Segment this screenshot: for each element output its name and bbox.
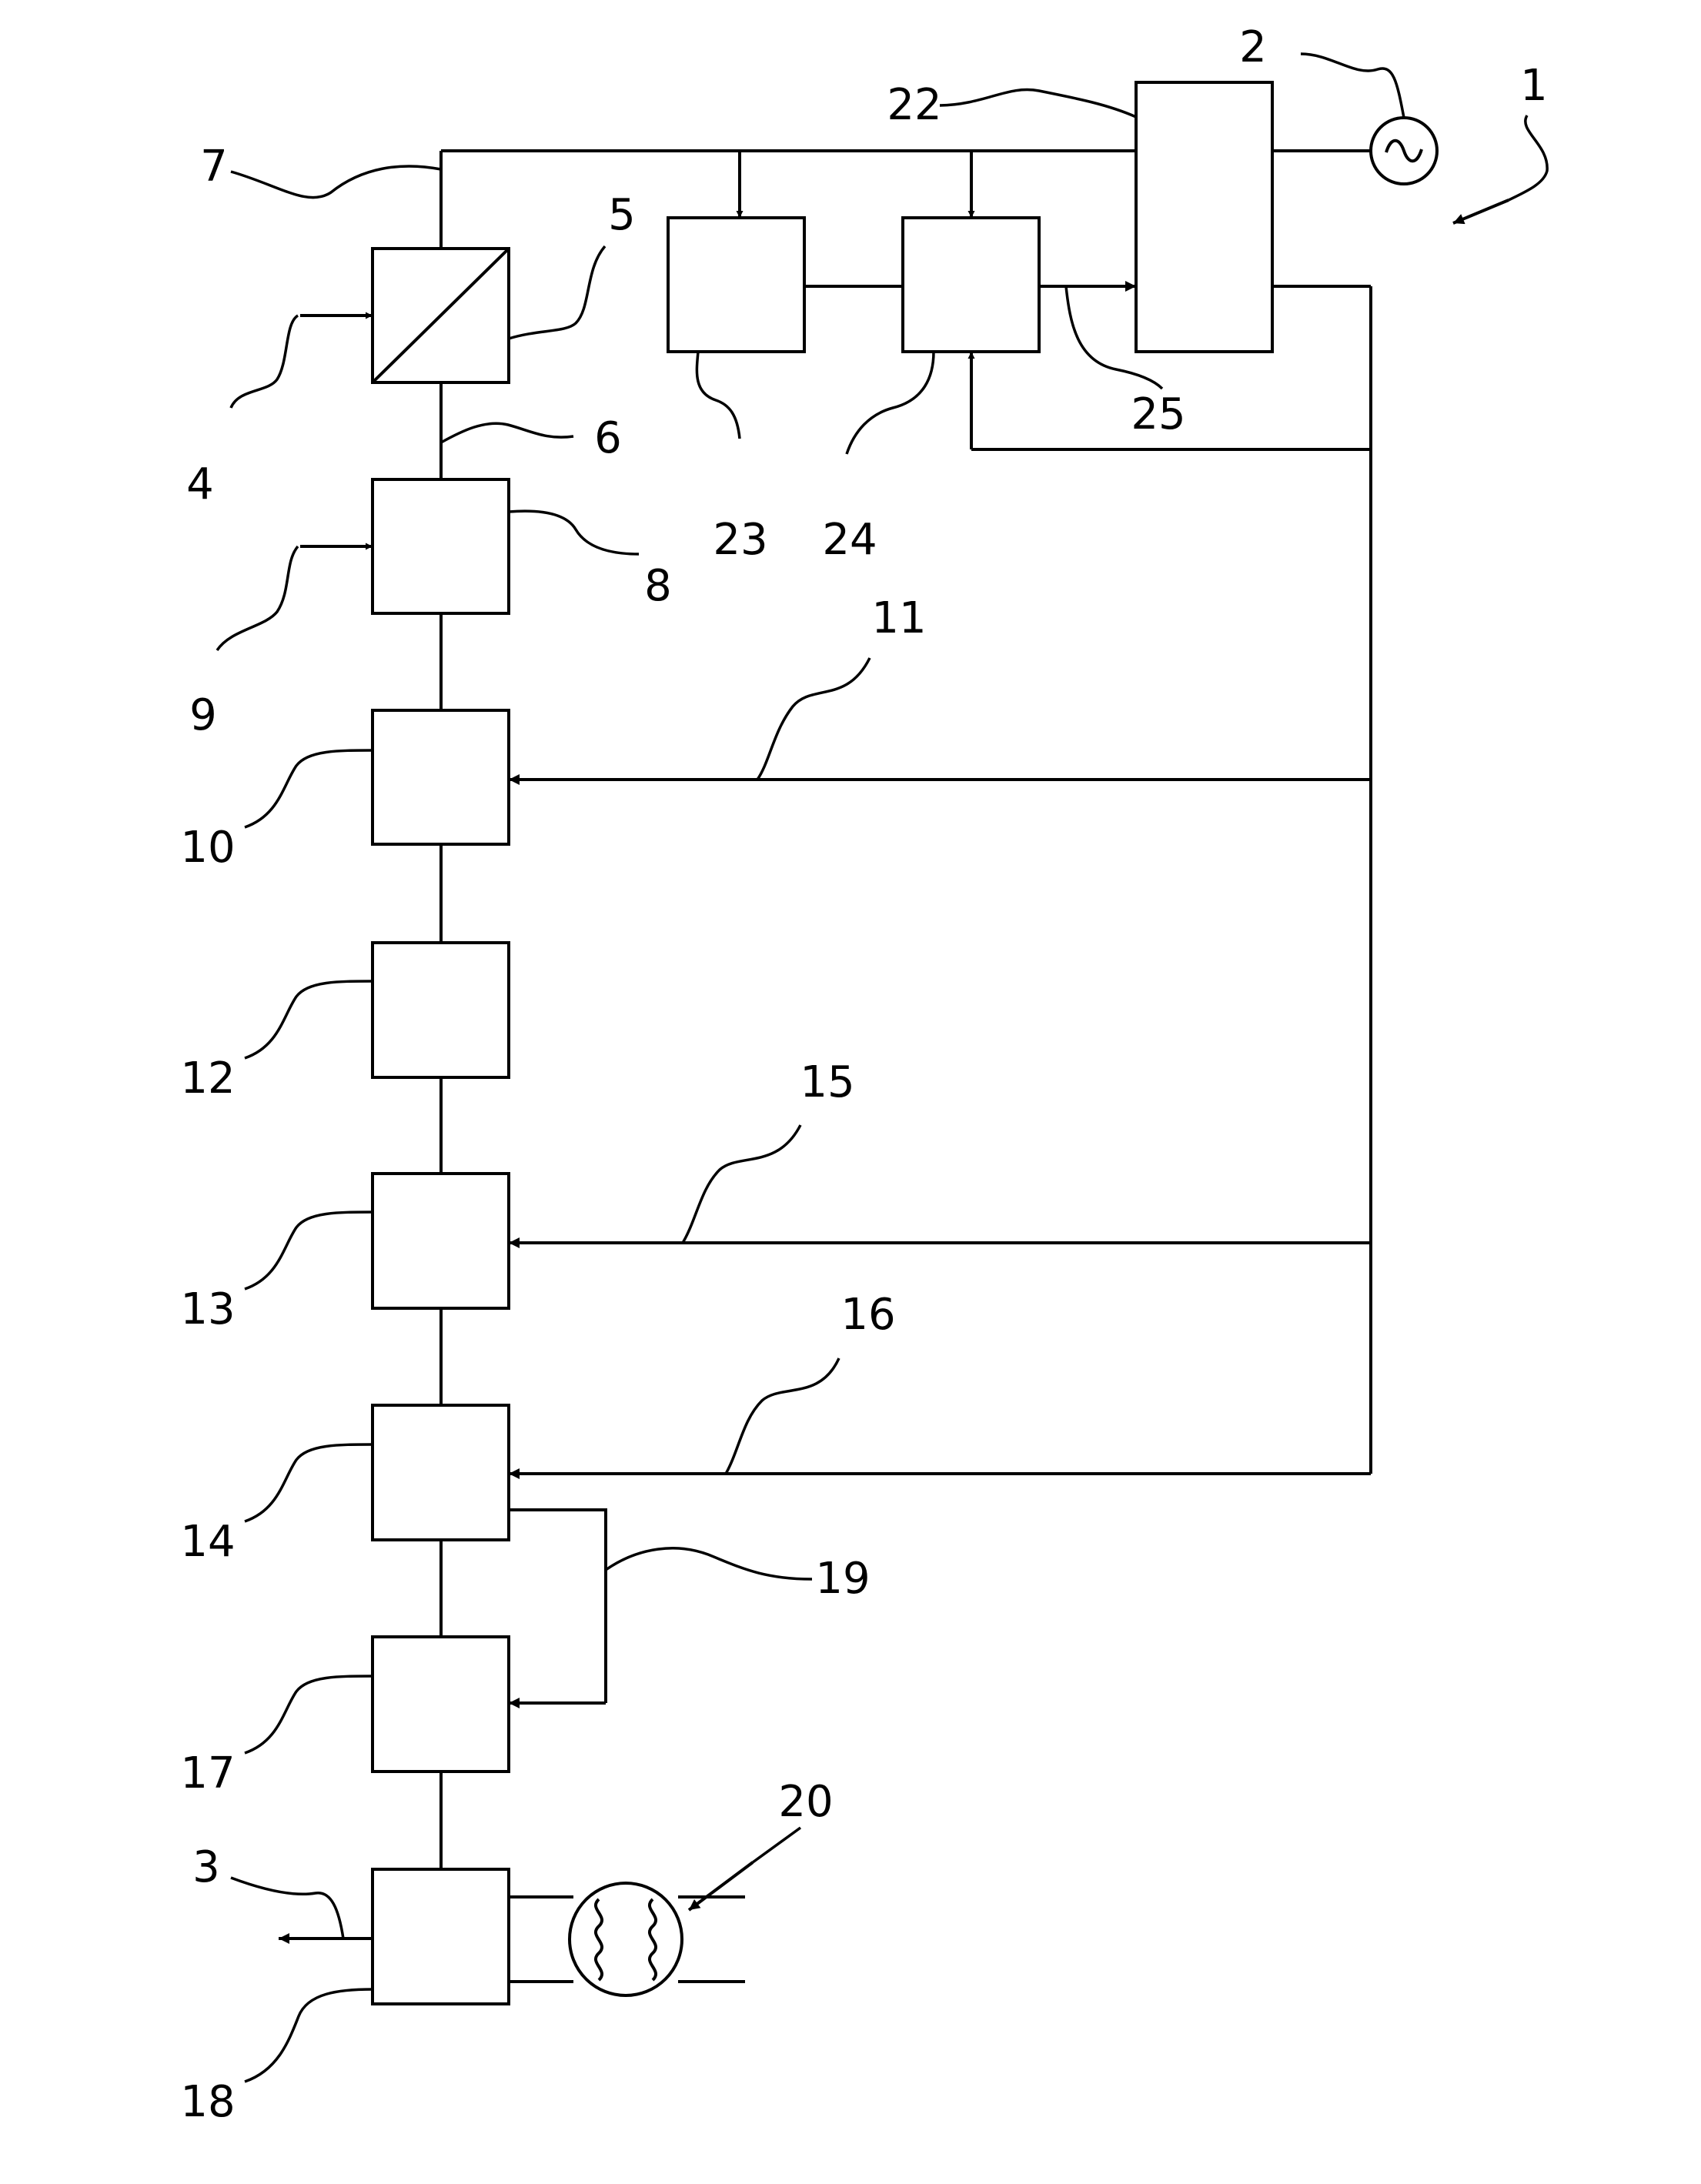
label-25: 25 [1131,389,1185,439]
label-15: 15 [800,1057,854,1107]
sine-wave-icon [1386,141,1422,162]
label-17: 17 [180,1748,235,1798]
leader-22 [940,89,1136,117]
leader-9 [217,546,298,650]
leader-1 [1509,115,1547,200]
label-2: 2 [1239,22,1267,72]
leader-12 [245,981,373,1058]
wave-coil-left [596,1899,602,1980]
leader-15 [683,1125,800,1243]
label-10: 10 [180,823,235,873]
leader-24 [847,352,934,454]
leader-3 [231,1878,343,1939]
label-3: 3 [192,1842,220,1892]
leader-16 [726,1358,839,1474]
leader-2 [1301,54,1404,118]
leader-20 [753,1828,800,1862]
label-19: 19 [815,1554,870,1604]
label-5: 5 [608,190,636,240]
label-12: 12 [180,1054,235,1104]
leader-5 [509,246,605,339]
label-18: 18 [180,2077,235,2127]
label-23: 23 [713,515,767,565]
line-19 [509,1510,606,1703]
block-23 [668,218,804,352]
leader-11 [757,658,870,780]
block-8 [373,479,509,613]
leader-7 [231,166,441,198]
leader-17 [245,1676,373,1753]
block-13 [373,1174,509,1308]
leader-23 [697,352,740,439]
label-7: 7 [200,142,228,192]
leader-6 [441,423,573,442]
leader-10 [245,750,373,827]
leader-19 [606,1548,812,1579]
label-16: 16 [840,1290,895,1340]
label-9: 9 [189,690,217,740]
block-17 [373,1637,509,1772]
converter-diagonal [373,249,509,382]
label-14: 14 [180,1517,235,1567]
leader-25 [1066,286,1162,389]
label-11: 11 [871,593,926,643]
label-4: 4 [186,459,214,509]
label-6: 6 [594,413,622,463]
leader-8 [509,511,639,554]
wave-coil-right [650,1899,656,1980]
block-18 [373,1869,509,2004]
block-24 [903,218,1039,352]
leader-18 [245,1989,373,2082]
label-8: 8 [644,561,672,611]
label-1: 1 [1520,61,1548,111]
heat-exchanger-arrow [689,1862,753,1910]
leader-14 [245,1444,373,1521]
block-10 [373,710,509,844]
heat-exchanger-icon [570,1883,682,1995]
label-13: 13 [180,1284,235,1334]
leader-13 [245,1212,373,1289]
block-12 [373,943,509,1077]
label-20: 20 [778,1777,833,1827]
leader-4 [231,316,298,408]
label-24: 24 [822,515,877,565]
block-14 [373,1405,509,1540]
block-22 [1136,82,1272,352]
system-arrow [1453,200,1509,223]
label-22: 22 [887,80,941,130]
